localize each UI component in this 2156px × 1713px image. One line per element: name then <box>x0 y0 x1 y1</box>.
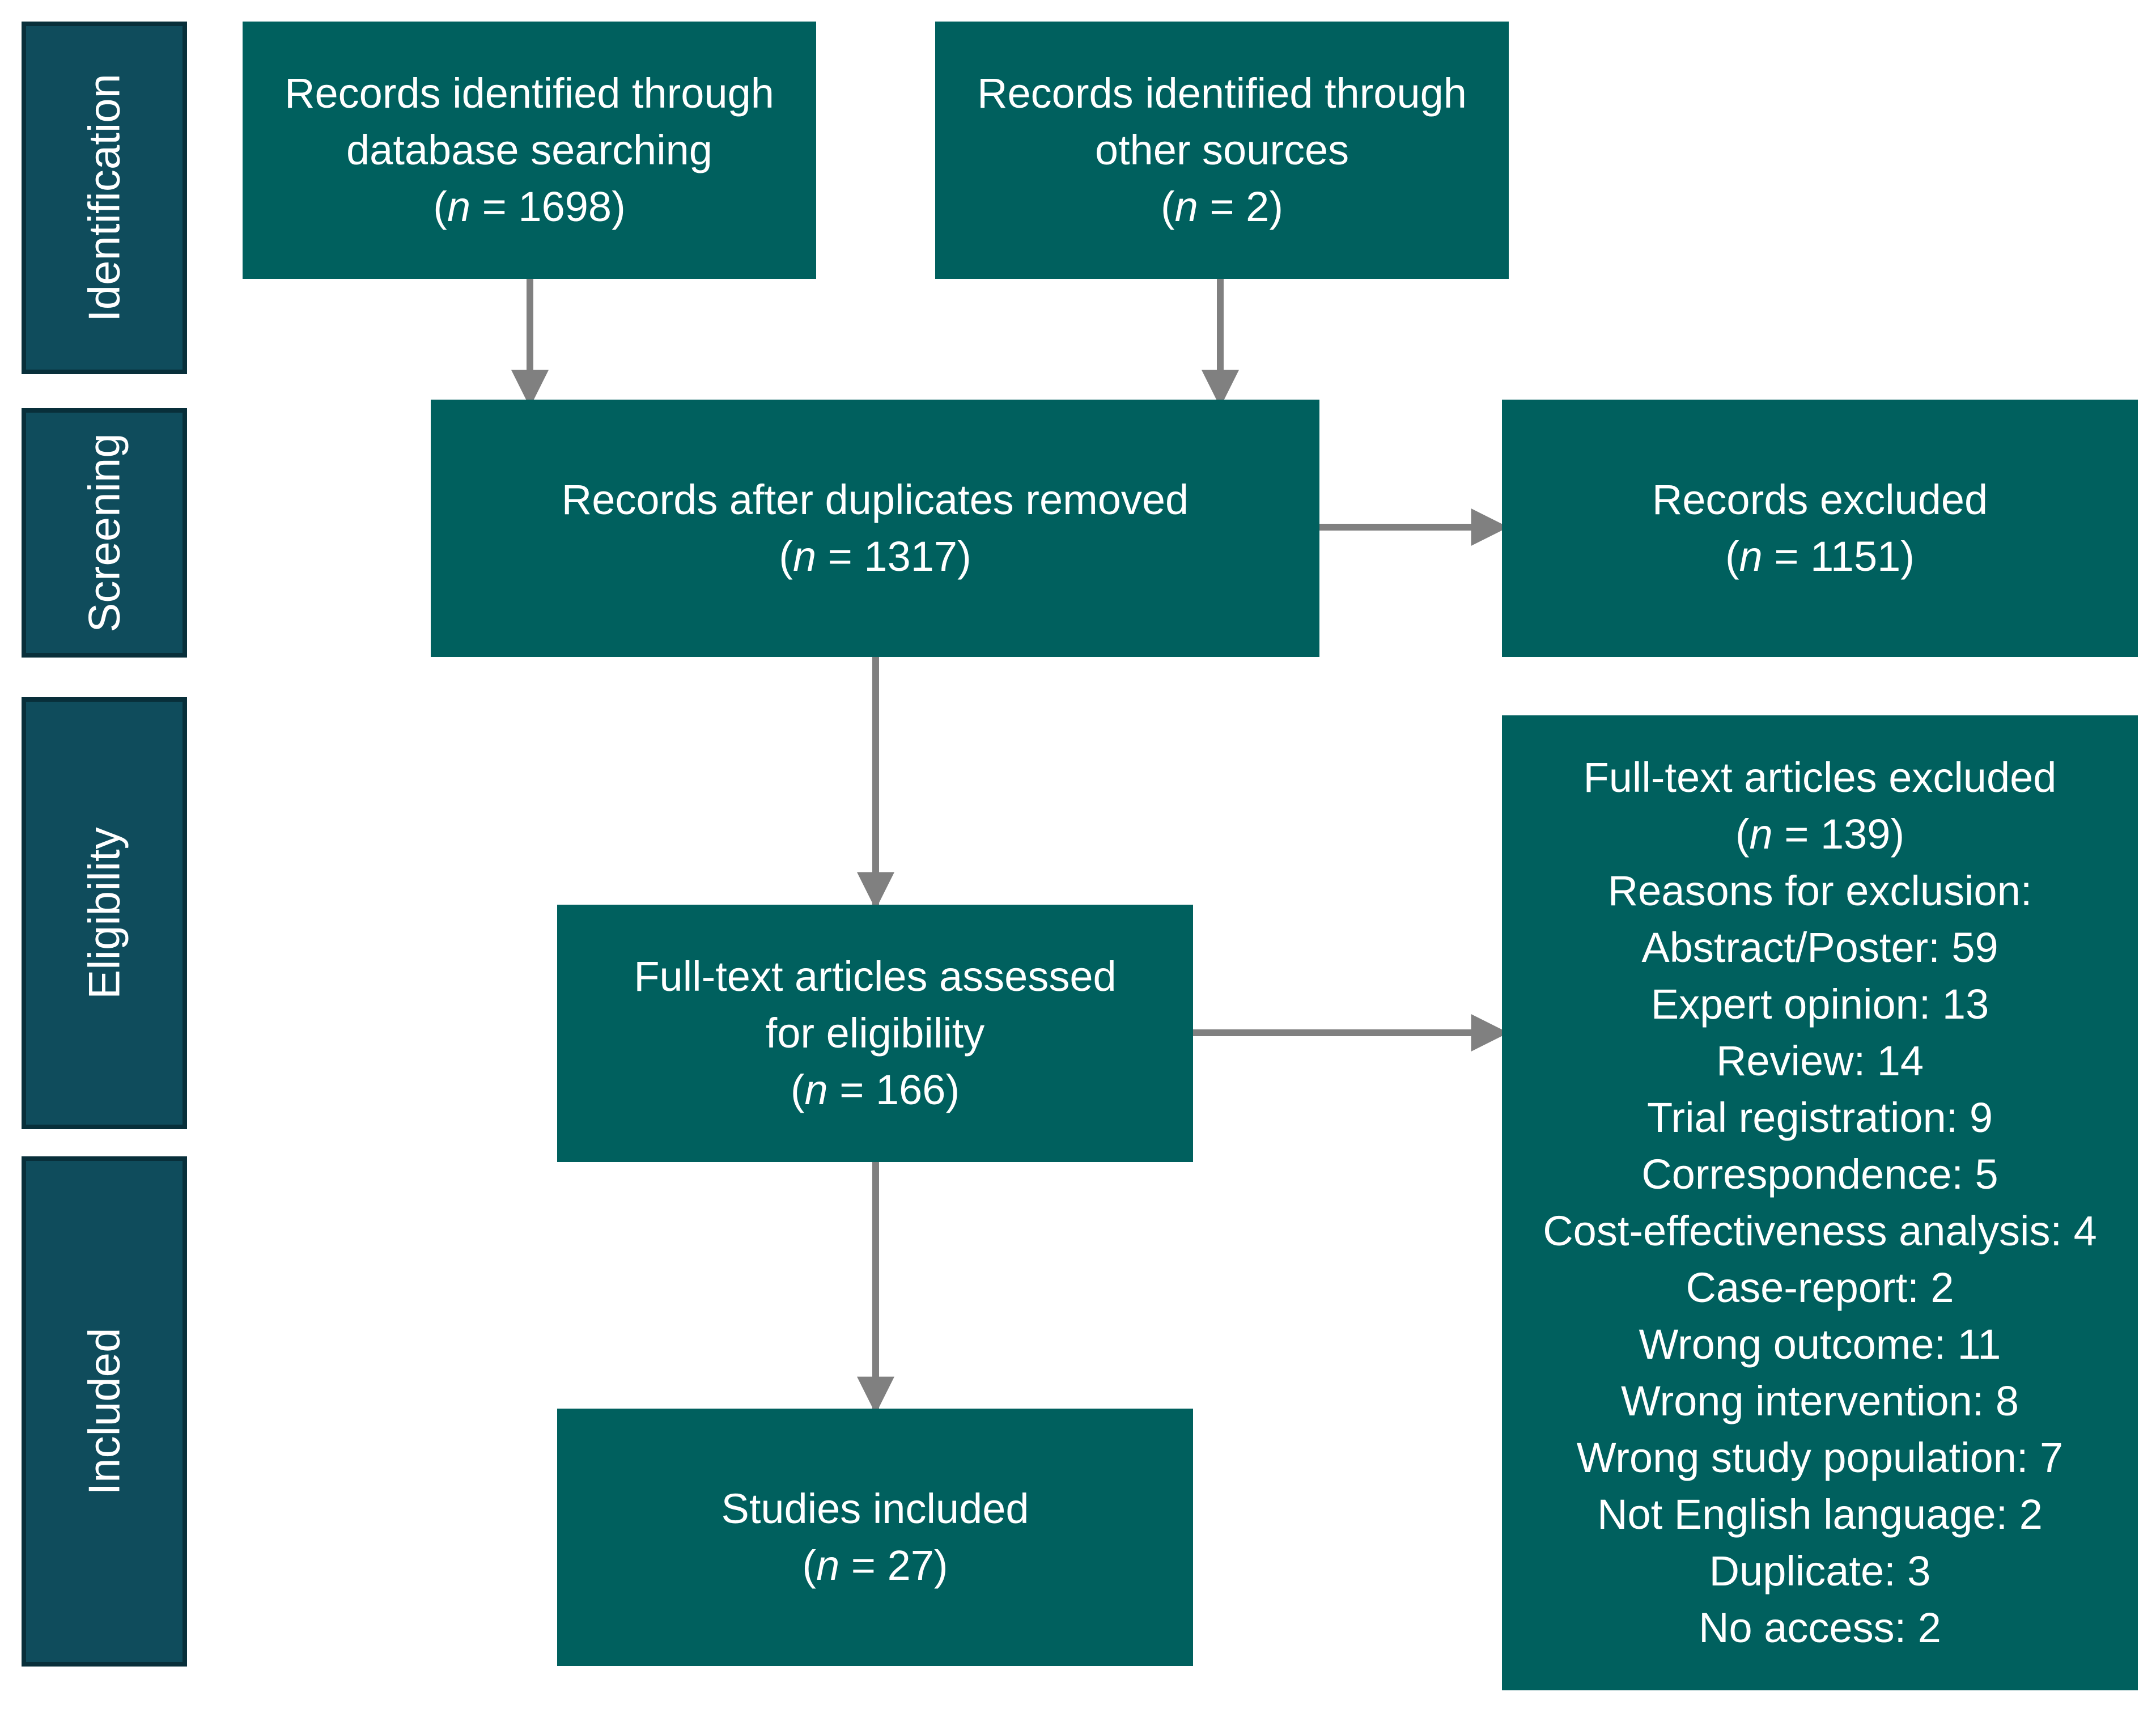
n-symbol: n <box>816 1542 840 1589</box>
box-database-searching: Records identified through database sear… <box>243 22 816 279</box>
studies-included-count: (n = 27) <box>802 1542 948 1589</box>
n-symbol: n <box>804 1066 828 1113</box>
other-sources-count-value: = 2 <box>1198 183 1270 230</box>
n-symbol: n <box>447 183 471 230</box>
phase-identification: Identification <box>22 22 187 374</box>
records-excluded-line-1: Records excluded <box>1652 476 1988 523</box>
box-studies-included: Studies included (n = 27) <box>557 1409 1193 1666</box>
box-full-text-excluded: Full-text articles excluded (n = 139) Re… <box>1502 715 2138 1690</box>
full-text-assessed-line-1: Full-text articles assessed <box>634 953 1117 1000</box>
n-symbol: n <box>792 533 817 580</box>
phase-eligibility: Eligibility <box>22 697 187 1129</box>
phase-screening: Screening <box>22 408 187 658</box>
reason-item: Wrong outcome: 11 <box>1639 1321 2001 1368</box>
database-count-value: = 1698 <box>470 183 612 230</box>
after-duplicates-line-1: Records after duplicates removed <box>561 476 1189 523</box>
reason-item: Cost-effectiveness analysis: 4 <box>1543 1207 2097 1254</box>
other-sources-line-1: Records identified through <box>977 70 1467 117</box>
database-count: (n = 1698) <box>433 183 626 230</box>
full-text-excluded-count-value: = 139 <box>1772 811 1891 858</box>
reason-item: Abstract/Poster: 59 <box>1641 924 1998 971</box>
after-duplicates-count-value: = 1317 <box>816 533 958 580</box>
other-sources-line-2: other sources <box>1094 126 1349 173</box>
reasons-header: Reasons for exclusion: <box>1607 867 2032 914</box>
reason-item: No access: 2 <box>1699 1604 1941 1651</box>
reason-item: Duplicate: 3 <box>1709 1547 1931 1595</box>
reason-item: Review: 14 <box>1716 1037 1924 1084</box>
reason-item: Correspondence: 5 <box>1641 1151 1998 1198</box>
reason-item: Wrong study population: 7 <box>1576 1434 2064 1481</box>
phase-included: Included <box>22 1156 187 1667</box>
box-other-sources: Records identified through other sources… <box>935 22 1509 279</box>
other-sources-count: (n = 2) <box>1161 183 1283 230</box>
full-text-assessed-line-2: for eligibility <box>765 1010 985 1057</box>
reason-item: Case-report: 2 <box>1686 1264 1954 1311</box>
database-line-1: Records identified through <box>285 70 774 117</box>
box-after-duplicates: Records after duplicates removed (n = 13… <box>431 400 1319 657</box>
after-duplicates-count: (n = 1317) <box>779 533 971 580</box>
database-line-2: database searching <box>346 126 712 173</box>
reason-item: Trial registration: 9 <box>1646 1094 1993 1141</box>
full-text-assessed-count: (n = 166) <box>790 1066 960 1113</box>
reason-item: Not English language: 2 <box>1597 1491 2043 1538</box>
n-symbol: n <box>1749 811 1773 858</box>
box-full-text-assessed: Full-text articles assessed for eligibil… <box>557 905 1193 1162</box>
studies-included-count-value: = 27 <box>839 1542 934 1589</box>
n-symbol: n <box>1174 183 1198 230</box>
full-text-excluded-title: Full-text articles excluded <box>1583 754 2057 801</box>
records-excluded-count: (n = 1151) <box>1725 533 1915 580</box>
full-text-assessed-count-value: = 166 <box>827 1066 946 1113</box>
records-excluded-count-value: = 1151 <box>1762 533 1901 580</box>
reason-item: Expert opinion: 13 <box>1650 981 1989 1028</box>
n-symbol: n <box>1739 533 1763 580</box>
reason-item: Wrong intervention: 8 <box>1620 1377 2019 1424</box>
full-text-excluded-count: (n = 139) <box>1735 811 1905 858</box>
studies-included-line-1: Studies included <box>721 1485 1029 1532</box>
box-records-excluded: Records excluded (n = 1151) <box>1502 400 2138 657</box>
